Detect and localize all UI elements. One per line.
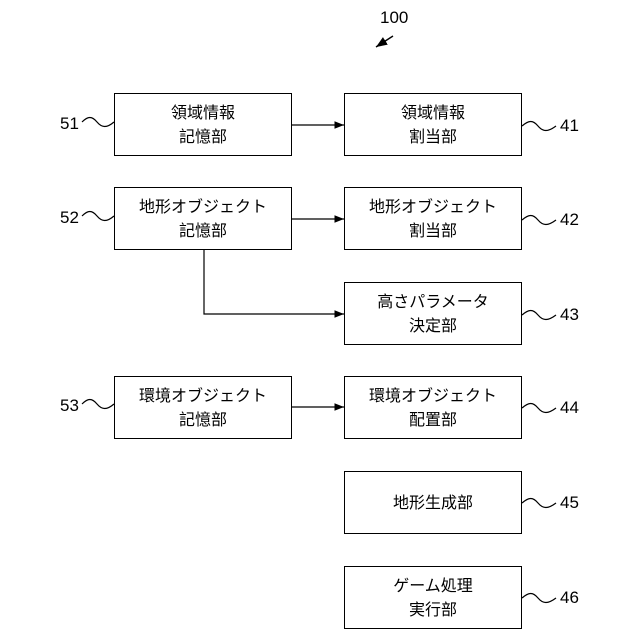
terrain-object-assign-box: 地形オブジェクト 割当部 (344, 187, 522, 250)
figure-label: 100 (380, 8, 408, 28)
box-line: 割当部 (409, 219, 457, 243)
ref-41: 41 (560, 116, 579, 136)
box-line: 領域情報 (401, 101, 465, 125)
box-line: 地形オブジェクト (369, 195, 497, 219)
box-line: 環境オブジェクト (139, 384, 267, 408)
arrow-52-to-43 (204, 250, 344, 314)
leader-44 (522, 404, 556, 413)
terrain-generate-box: 地形生成部 (344, 471, 522, 534)
area-info-storage-box: 領域情報 記憶部 (114, 93, 292, 156)
box-line: 地形生成部 (393, 491, 473, 515)
ref-44: 44 (560, 398, 579, 418)
box-line: ゲーム処理 (393, 574, 473, 598)
ref-53: 53 (60, 396, 79, 416)
terrain-object-storage-box: 地形オブジェクト 記憶部 (114, 187, 292, 250)
box-line: 地形オブジェクト (139, 195, 267, 219)
figure-pointer-arrow (376, 36, 393, 47)
ref-46: 46 (560, 588, 579, 608)
leader-45 (522, 499, 556, 508)
ref-51: 51 (60, 114, 79, 134)
leader-46 (522, 594, 556, 603)
ref-42: 42 (560, 210, 579, 230)
box-line: 記憶部 (179, 219, 227, 243)
box-line: 高さパラメータ (377, 290, 489, 314)
box-line: 環境オブジェクト (369, 384, 497, 408)
leader-42 (522, 216, 556, 225)
ref-45: 45 (560, 493, 579, 513)
box-line: 記憶部 (179, 408, 227, 432)
leader-41 (522, 122, 556, 131)
box-line: 決定部 (409, 314, 457, 338)
leader-43 (522, 311, 556, 320)
env-object-place-box: 環境オブジェクト 配置部 (344, 376, 522, 439)
ref-43: 43 (560, 305, 579, 325)
ref-52: 52 (60, 208, 79, 228)
leader-53 (82, 400, 114, 409)
box-line: 領域情報 (171, 101, 235, 125)
game-process-exec-box: ゲーム処理 実行部 (344, 566, 522, 629)
leader-52 (82, 212, 114, 221)
area-info-assign-box: 領域情報 割当部 (344, 93, 522, 156)
leader-51 (82, 118, 114, 127)
box-line: 割当部 (409, 125, 457, 149)
box-line: 記憶部 (179, 125, 227, 149)
height-param-decide-box: 高さパラメータ 決定部 (344, 282, 522, 345)
box-line: 配置部 (409, 408, 457, 432)
box-line: 実行部 (409, 598, 457, 622)
env-object-storage-box: 環境オブジェクト 記憶部 (114, 376, 292, 439)
